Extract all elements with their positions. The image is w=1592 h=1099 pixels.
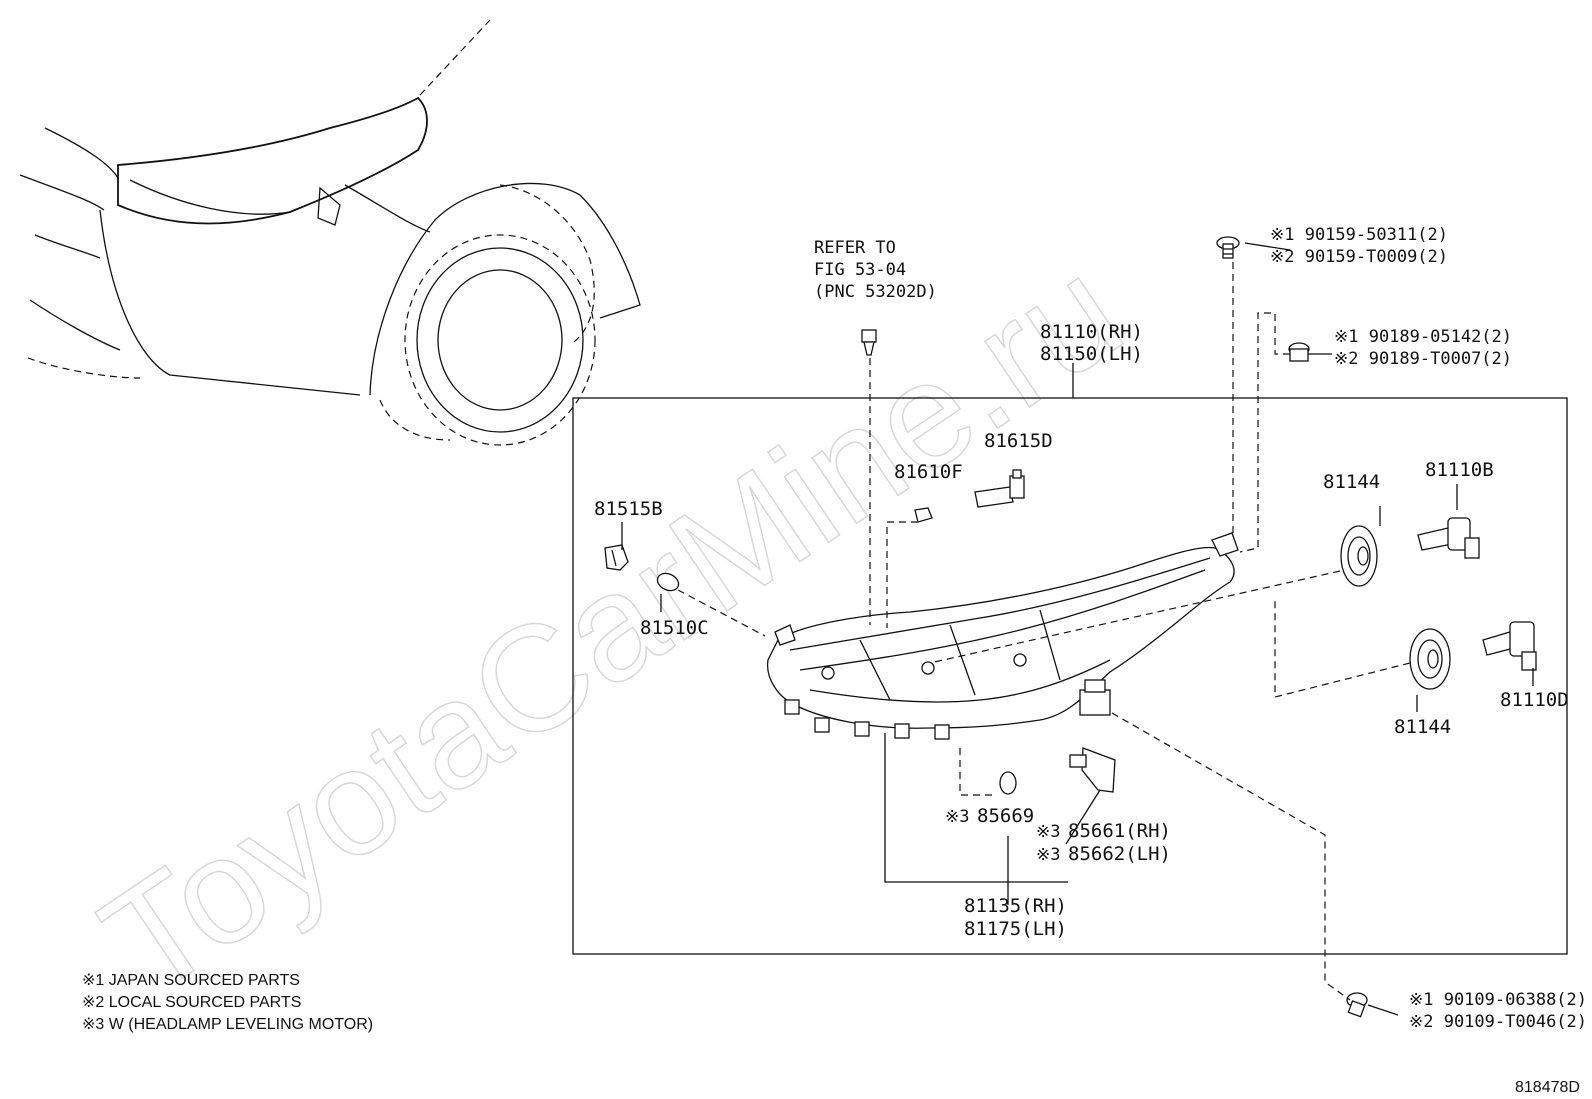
socket-81515b-part xyxy=(604,544,629,571)
label-85669: 85669 xyxy=(977,805,1034,827)
refer-clip-part xyxy=(861,329,877,356)
headlamp-assembly-illustration xyxy=(767,532,1239,740)
refer-note: REFER TO FIG 53-04 (PNC 53202D) xyxy=(814,238,937,302)
label-bolt-2: ※2 90109-T0046(2) xyxy=(1409,1012,1587,1032)
bolt-90109-part xyxy=(1346,992,1368,1018)
bulb-81510c-part xyxy=(656,572,680,592)
clip-90189-part xyxy=(1288,342,1310,362)
label-assy-lh: 81150(LH) xyxy=(1040,343,1143,365)
footnote-3: ※3 W (HEADLAMP LEVELING MOTOR) xyxy=(82,1016,373,1033)
label-screw-top-2: ※2 90159-T0009(2) xyxy=(1270,247,1448,267)
assembly-frame xyxy=(572,397,1568,955)
label-85669-mark: ※3 xyxy=(945,807,969,827)
vehicle-front-outline xyxy=(19,19,641,446)
seal-81144-bottom-part xyxy=(1409,628,1451,690)
seal-81144-top-part xyxy=(1340,525,1378,587)
label-85661-mark: ※3 xyxy=(1036,822,1060,842)
label-81510c: 81510C xyxy=(640,617,709,639)
label-85662-mark: ※3 xyxy=(1036,845,1060,865)
screw-90159-part xyxy=(1216,236,1240,259)
label-housing-lh: 81175(LH) xyxy=(964,918,1067,940)
leveling-motor-part xyxy=(1069,747,1116,793)
leader-lines xyxy=(621,242,1534,1016)
label-81515b: 81515B xyxy=(594,498,663,520)
label-81144-top: 81144 xyxy=(1323,471,1380,493)
label-assy-rh: 81110(RH) xyxy=(1040,321,1143,343)
label-housing-rh: 81135(RH) xyxy=(964,895,1067,917)
refer-line-2: FIG 53-04 xyxy=(814,260,906,280)
footnotes: ※1 JAPAN SOURCED PARTS ※2 LOCAL SOURCED … xyxy=(82,972,373,1033)
bulb-81110b-part xyxy=(1417,517,1480,559)
label-screw-top-1: ※1 90159-50311(2) xyxy=(1270,225,1448,245)
label-81110d: 81110D xyxy=(1500,689,1569,711)
refer-line-3: (PNC 53202D) xyxy=(814,282,937,302)
label-85662: 85662(LH) xyxy=(1068,843,1171,865)
oring-85669-part xyxy=(999,771,1017,795)
label-85661: 85661(RH) xyxy=(1068,820,1171,842)
bulb-81110d-part xyxy=(1482,621,1537,671)
label-bolt-1: ※1 90109-06388(2) xyxy=(1409,990,1587,1010)
vehicle-headlamp-highlight xyxy=(117,96,428,226)
label-clip-2: ※2 90189-T0007(2) xyxy=(1334,349,1512,369)
bulb-81610f-part xyxy=(914,507,933,523)
footnote-2: ※2 LOCAL SOURCED PARTS xyxy=(82,994,301,1011)
label-81110b: 81110B xyxy=(1425,459,1494,481)
refer-line-1: REFER TO xyxy=(814,238,896,258)
label-81615d: 81615D xyxy=(984,430,1053,452)
label-clip-1: ※1 90189-05142(2) xyxy=(1334,327,1512,347)
label-81144-bottom: 81144 xyxy=(1394,716,1451,738)
bulb-81615d-part xyxy=(974,469,1025,508)
label-81610f: 81610F xyxy=(894,461,963,483)
footnote-1: ※1 JAPAN SOURCED PARTS xyxy=(82,972,300,989)
figure-code: 818478D xyxy=(1515,1079,1580,1096)
